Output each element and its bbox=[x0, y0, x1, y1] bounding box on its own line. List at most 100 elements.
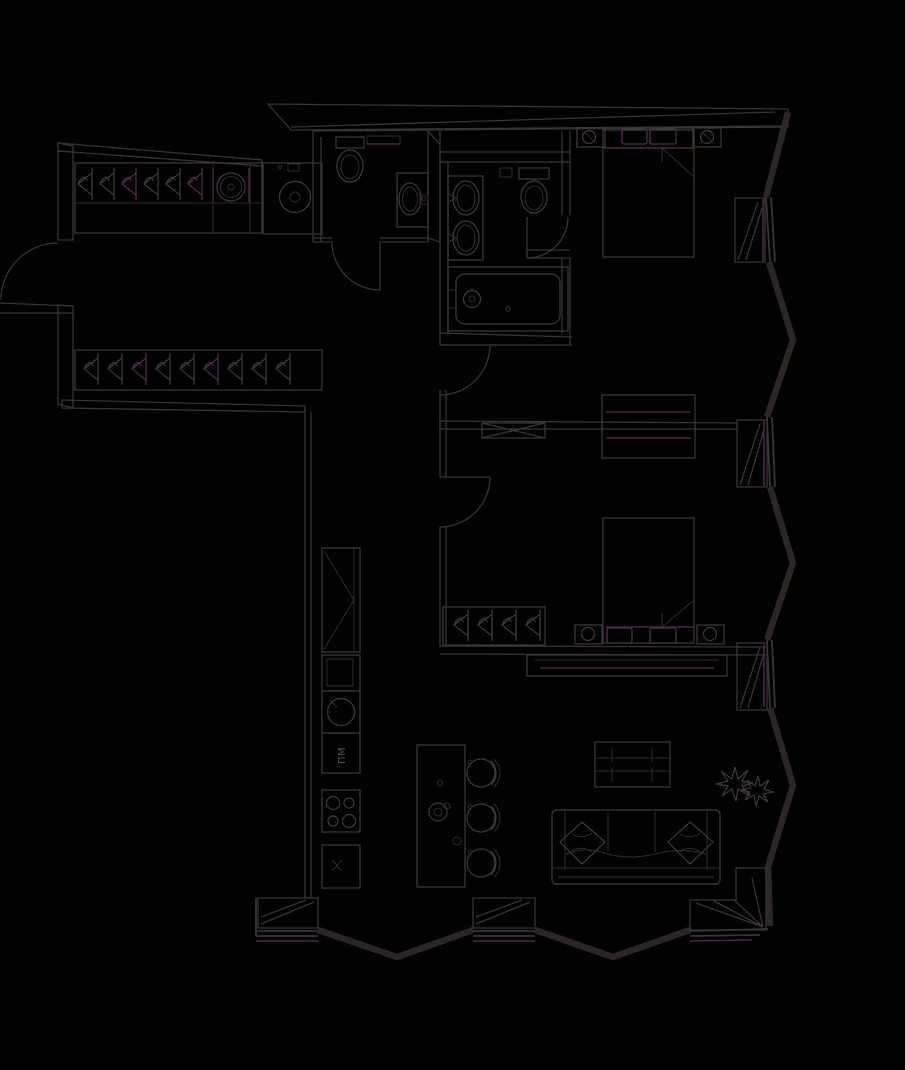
kitchen-island bbox=[416, 744, 466, 888]
kitchen-base-cabinet bbox=[321, 654, 361, 692]
bedroom2-door bbox=[439, 476, 491, 528]
double-desk bbox=[601, 394, 696, 459]
wc-left-wall bbox=[312, 131, 322, 242]
blanket-fold bbox=[661, 147, 694, 177]
top-wall-band bbox=[266, 103, 789, 131]
wardrobe-divider-accent bbox=[212, 168, 250, 202]
hall-wardrobe-upper bbox=[74, 162, 263, 234]
nightstand-right bbox=[692, 127, 722, 148]
sofa-pillow-right bbox=[667, 821, 714, 865]
radiator-corner-bottom-right bbox=[689, 867, 767, 931]
corridor-bedroom-wall bbox=[439, 390, 447, 647]
facade-right bbox=[762, 111, 797, 927]
plant-icon bbox=[715, 766, 776, 807]
radiator-living-right bbox=[736, 642, 768, 711]
sofa-pillow-left bbox=[559, 821, 606, 865]
bar-stool-3 bbox=[466, 848, 501, 878]
double-sink-vanity bbox=[447, 175, 484, 261]
living-room bbox=[551, 741, 776, 885]
bathtub-icon bbox=[447, 266, 569, 332]
bedroom2-bed bbox=[602, 517, 695, 644]
pillow-accents-2 bbox=[606, 630, 651, 643]
bath-top-wall bbox=[440, 151, 570, 163]
bedroom2-wardrobe bbox=[442, 606, 546, 646]
sofa bbox=[551, 809, 721, 885]
master-bedroom bbox=[576, 127, 722, 258]
hall-bottom-wall bbox=[61, 399, 306, 413]
bar-stool-2 bbox=[466, 803, 501, 833]
left-stub-wall bbox=[0, 302, 74, 314]
radiator-bottom-left bbox=[257, 897, 319, 929]
shaft-wall bbox=[427, 130, 441, 243]
guest-wc-sink-icon bbox=[396, 172, 429, 228]
blanket-fold-2 bbox=[661, 600, 694, 628]
master-bed bbox=[602, 128, 695, 258]
exterior-walls bbox=[0, 103, 797, 961]
radiator-bottom-mid bbox=[472, 897, 536, 929]
radiator-bedroom2 bbox=[736, 419, 768, 488]
bath-right-wall bbox=[561, 131, 571, 345]
left-wall-lower bbox=[57, 304, 74, 409]
bedroom2-bottom-wall bbox=[439, 645, 768, 656]
guest-wc bbox=[335, 135, 429, 228]
dryer-drum-icon bbox=[216, 172, 246, 202]
washing-machine-closet bbox=[278, 163, 312, 214]
nightstand2-right bbox=[696, 624, 725, 645]
interior-walls bbox=[262, 130, 768, 656]
wm-closet-walls bbox=[262, 162, 323, 235]
nightstand2-left bbox=[574, 624, 603, 645]
windows bbox=[255, 196, 776, 942]
hangers-upper bbox=[77, 167, 181, 201]
stove-icon bbox=[321, 789, 361, 833]
wall-shaft-box bbox=[481, 422, 546, 439]
guest-wc-door bbox=[331, 241, 381, 291]
wc-bottom-wall bbox=[313, 237, 428, 243]
master-bath-door bbox=[526, 216, 569, 259]
guest-wc-shelf bbox=[366, 135, 401, 145]
kitchen-end-unit bbox=[321, 844, 361, 889]
facade-bottom bbox=[316, 926, 692, 961]
bedrooms-partition-wall bbox=[439, 420, 738, 430]
window-bottom-left bbox=[256, 930, 318, 937]
pillow-accents bbox=[621, 130, 651, 143]
tall-cabinet-fridge bbox=[321, 547, 361, 653]
hangers-lower-accent bbox=[131, 352, 219, 386]
dresser bbox=[526, 654, 728, 677]
coffee-table bbox=[594, 741, 671, 788]
nightstand-left bbox=[576, 127, 606, 148]
window-master-bedroom bbox=[765, 196, 776, 263]
window-bedroom2 bbox=[766, 416, 776, 488]
radiator-master-bedroom bbox=[734, 197, 766, 263]
hangers-lower bbox=[83, 352, 291, 386]
island-sink-icon bbox=[428, 802, 451, 822]
master-bedroom-door bbox=[439, 344, 491, 396]
bar-stool-1 bbox=[466, 758, 501, 788]
bath-inner-stub bbox=[527, 249, 570, 259]
dishwasher-label: ПМ bbox=[337, 747, 348, 764]
kitchen-wall bbox=[304, 406, 312, 898]
hall-wardrobe-lower bbox=[74, 349, 323, 391]
hangers-upper-accent bbox=[121, 167, 203, 201]
hangers-bedroom2 bbox=[453, 608, 541, 642]
kitchen: ПМ bbox=[321, 547, 501, 889]
bedroom-2 bbox=[442, 394, 728, 677]
faucet-icon bbox=[447, 193, 458, 243]
bath-left-wall bbox=[439, 152, 449, 345]
dishwasher-unit: ПМ bbox=[321, 732, 361, 774]
window-living-right bbox=[766, 639, 776, 709]
bar-stools bbox=[466, 758, 501, 878]
window-bottom-mid bbox=[473, 930, 535, 937]
doors bbox=[0, 216, 569, 528]
master-bath-toilet-icon bbox=[499, 167, 550, 214]
guest-wc-toilet-icon bbox=[335, 136, 365, 183]
bath-bottom-wall bbox=[439, 332, 573, 346]
washing-machine-icon bbox=[278, 163, 312, 214]
master-bathroom bbox=[447, 167, 569, 332]
window-accent-6 bbox=[689, 939, 753, 942]
kitchen-sink-icon bbox=[321, 690, 361, 734]
x-mark bbox=[331, 859, 343, 872]
radiators bbox=[257, 197, 768, 931]
entrance-door-arc bbox=[0, 242, 59, 301]
